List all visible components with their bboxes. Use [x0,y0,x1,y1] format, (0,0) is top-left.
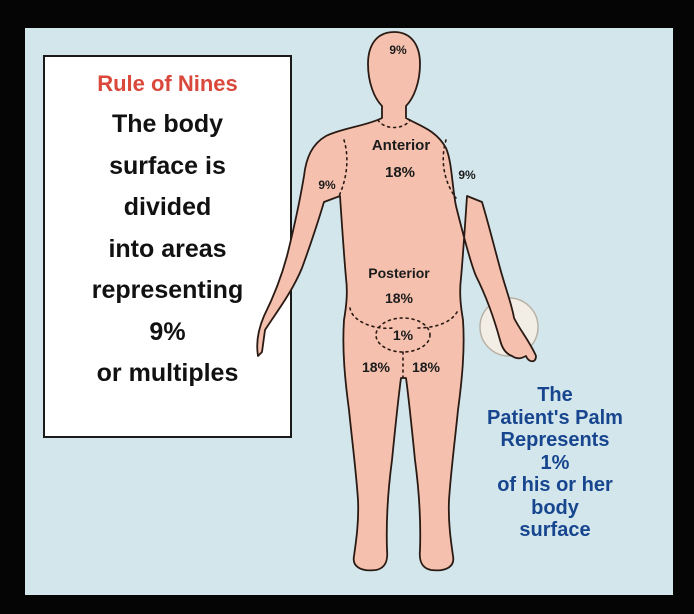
palm-note: The Patient's Palm Represents 1% of his … [470,384,640,542]
groin-percent: 1% [393,327,414,343]
palm-note-line: The [470,384,640,407]
anterior-percent: 18% [385,164,415,181]
anterior-label: Anterior [372,137,431,154]
palm-note-line: body [470,497,640,520]
right-leg-percent: 18% [412,359,441,375]
left-arm-percent: 9% [318,178,336,192]
head-percent: 9% [389,43,407,57]
palm-note-line: surface [470,519,640,542]
posterior-percent: 18% [385,290,414,306]
palm-note-line: Represents [470,429,640,452]
palm-note-line: of his or her [470,474,640,497]
posterior-label: Posterior [368,265,430,281]
right-arm-percent: 9% [458,168,476,182]
palm-note-line: 1% [470,452,640,475]
palm-note-line: Patient's Palm [470,407,640,430]
left-leg-percent: 18% [362,359,391,375]
